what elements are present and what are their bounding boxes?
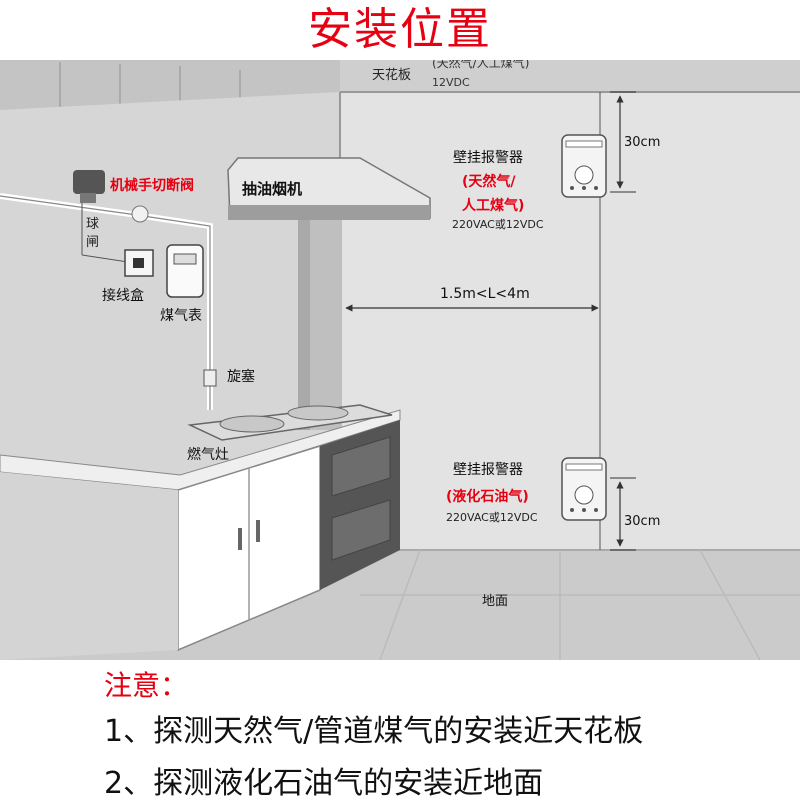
bottom-offset-label: 30cm xyxy=(624,514,660,529)
junction-box-label: 接线盒 xyxy=(102,287,144,304)
note-item: 2、探测液化石油气的安装近地面 xyxy=(104,766,544,801)
bottom-wall-alarm xyxy=(561,457,607,521)
gas-stove xyxy=(187,404,393,441)
ceiling-gas-note: (天然气/人工煤气) xyxy=(432,60,529,70)
valve-label: 机械手切断阀 xyxy=(110,177,194,194)
page-title: 安装位置 xyxy=(308,4,492,55)
bottom-alarm-title: 壁挂报警器 xyxy=(453,462,523,478)
plug-label: 旋塞 xyxy=(227,368,255,385)
top-alarm-gas-1: (天然气/ xyxy=(462,173,516,190)
notes-heading: 注意： xyxy=(104,669,189,702)
note-item: 1、探测天然气/管道煤气的安装近天花板 xyxy=(104,714,644,749)
junction-box xyxy=(81,249,154,277)
ball-valve-label-2: 闸 xyxy=(86,235,99,250)
gas-meter-label: 煤气表 xyxy=(160,308,202,324)
gas-pipe xyxy=(0,193,213,410)
top-alarm-voltage: 220VAC或12VDC xyxy=(452,218,544,231)
notes-section: 注意： 1、探测天然气/管道煤气的安装近天花板 2、探测液化石油气的安装近地面 xyxy=(0,660,800,801)
mechanical-shutoff-valve xyxy=(73,170,149,223)
top-offset-label: 30cm xyxy=(624,135,660,150)
ball-valve-label-1: 球 xyxy=(86,217,99,232)
floor-label: 地面 xyxy=(482,594,508,609)
distance-label: 1.5m<L<4m xyxy=(440,286,530,302)
stove-label: 燃气灶 xyxy=(187,446,229,463)
bottom-alarm-gas: (液化石油气) xyxy=(446,488,529,505)
kitchen-installation-diagram: 天花板 (天然气/人工煤气) 12VDC 抽油烟机 机械手切断阀 球 闸 接线盒… xyxy=(0,60,800,660)
plug-valve xyxy=(203,369,217,387)
gas-meter xyxy=(166,244,204,298)
ceiling-voltage: 12VDC xyxy=(432,76,470,89)
bottom-alarm-voltage: 220VAC或12VDC xyxy=(446,511,538,524)
ceiling-label: 天花板 xyxy=(372,67,411,83)
top-alarm-gas-2: 人工煤气) xyxy=(462,197,524,214)
hood-label: 抽油烟机 xyxy=(242,180,302,198)
top-alarm-title: 壁挂报警器 xyxy=(453,150,523,166)
range-hood xyxy=(227,157,431,220)
top-wall-alarm xyxy=(561,134,607,198)
